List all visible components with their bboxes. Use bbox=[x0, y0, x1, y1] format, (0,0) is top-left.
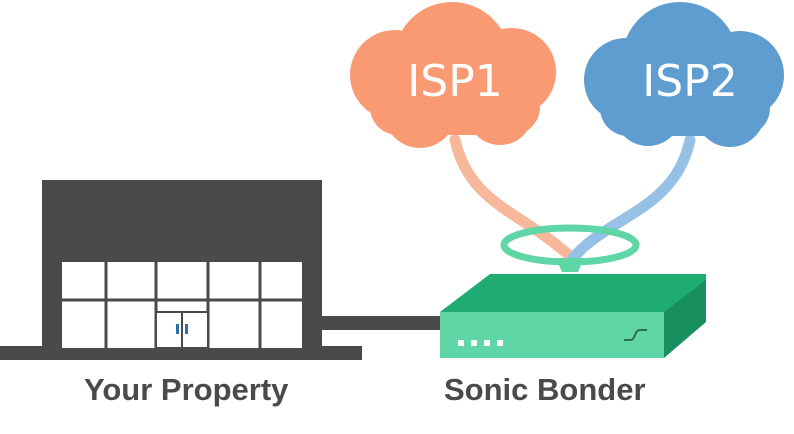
sonic-bonder-device-icon bbox=[440, 274, 706, 358]
bonder-logo-icon bbox=[624, 329, 647, 341]
bonder-caption: Sonic Bonder bbox=[444, 372, 646, 407]
isp1-cloud: ISP1 bbox=[350, 2, 556, 148]
bonder-ring-icon bbox=[500, 224, 640, 272]
status-leds-icon bbox=[458, 340, 503, 346]
property-caption: Your Property bbox=[84, 372, 289, 407]
property-bonder-cable bbox=[320, 316, 445, 330]
isp2-connection-line bbox=[567, 134, 696, 264]
property-building-icon bbox=[0, 180, 362, 360]
isp1-connection-line bbox=[449, 134, 578, 264]
isp1-label: ISP1 bbox=[407, 56, 502, 107]
isp2-label: ISP2 bbox=[642, 56, 737, 107]
isp2-cloud: ISP2 bbox=[584, 2, 784, 147]
